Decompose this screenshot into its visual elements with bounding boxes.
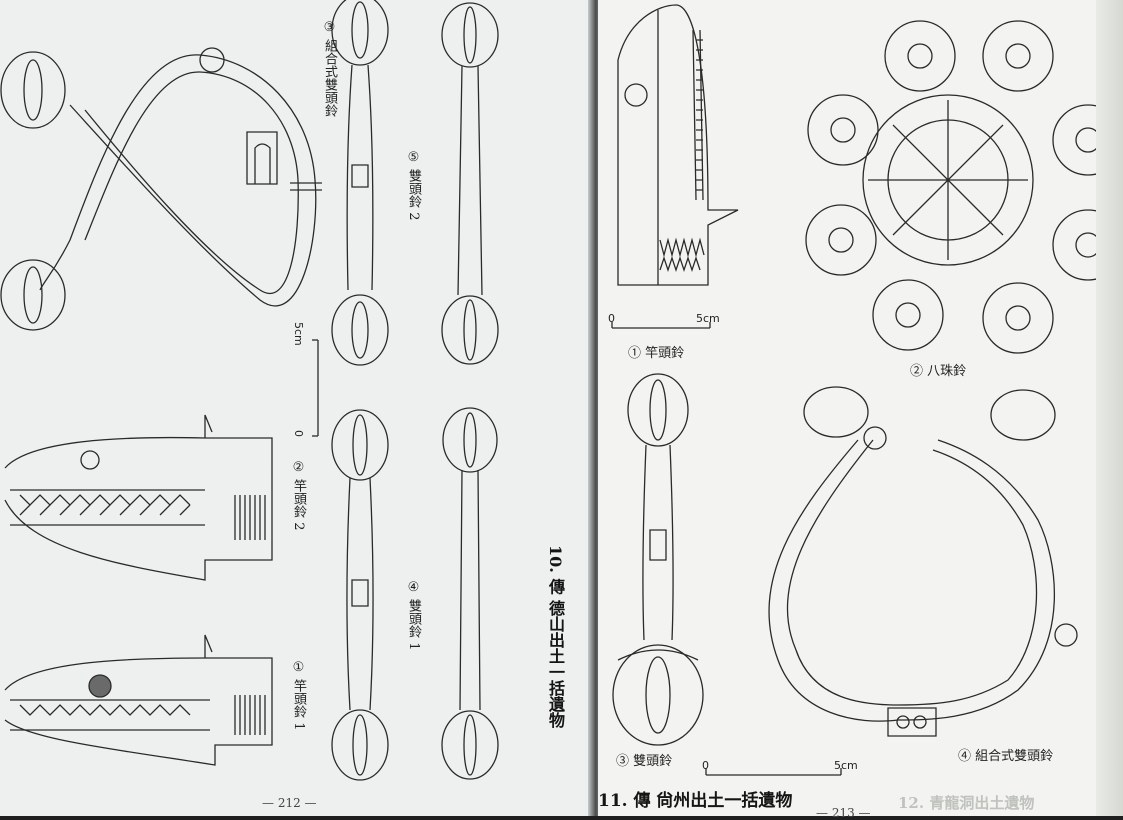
double-bell-1-drawing <box>332 410 388 780</box>
right-small-scale-end: 5cm <box>696 312 720 325</box>
page-edge <box>1096 0 1123 816</box>
label-eight-bead-bell: ② 八珠鈴 <box>910 364 967 379</box>
right-page: 0 5cm ① 竿頭鈴 ② 八珠鈴 ③ 雙頭鈴 ④ 組合式雙頭鈴 0 5cm 1… <box>598 0 1123 820</box>
next-section-title-fragment: 12. 青龍洞出土遺物 <box>898 794 1035 812</box>
combined-bell-drawing-right <box>769 387 1077 736</box>
double-bell-2-lower-drawing <box>442 408 498 779</box>
left-scale-end: 5cm <box>292 322 305 346</box>
left-scale-zero: 0 <box>292 430 305 437</box>
right-section-title: 11. 傳 尙州出土一括遺物 <box>598 791 793 811</box>
double-bell-combined-drawing <box>332 0 388 365</box>
left-page: ③ 組合式雙頭鈴 ⑤ 雙頭鈴 2 ② 竿頭鈴 2 ④ 雙頭鈴 1 ① 竿頭鈴 1… <box>0 0 592 816</box>
pole-bell-2-drawing <box>5 415 272 580</box>
right-large-scale-bar <box>706 768 841 775</box>
pole-bell-1-drawing <box>5 635 272 765</box>
left-scale-bar <box>312 340 318 436</box>
right-large-scale-end: 5cm <box>834 759 858 772</box>
eight-bead-bell-drawing <box>806 21 1123 353</box>
right-page-number: — 213 — <box>816 806 871 820</box>
right-small-scale-bar <box>612 322 710 328</box>
left-page-drawings <box>0 0 592 816</box>
left-page-number: — 212 — <box>262 796 317 810</box>
pole-bell-drawing <box>618 5 738 285</box>
label-double-bell-2: ⑤ 雙頭鈴 2 <box>406 150 421 221</box>
label-pole-bell: ① 竿頭鈴 <box>628 346 685 361</box>
label-double-bell-1: ④ 雙頭鈴 1 <box>406 580 421 651</box>
label-combined-double-bell-right: ④ 組合式雙頭鈴 <box>958 749 1054 764</box>
right-small-scale-zero: 0 <box>608 312 615 325</box>
label-pole-bell-2: ② 竿頭鈴 2 <box>291 460 306 531</box>
left-section-title: 10. 傳 德山出土一括遺物 <box>546 545 565 728</box>
label-combined-double-bell: ③ 組合式雙頭鈴 <box>322 20 337 118</box>
label-pole-bell-1: ① 竿頭鈴 1 <box>291 660 306 731</box>
double-bell-2-drawing <box>442 3 498 364</box>
right-large-scale-zero: 0 <box>702 759 709 772</box>
double-bell-drawing <box>613 374 703 745</box>
right-page-drawings <box>598 0 1123 816</box>
label-double-bell: ③ 雙頭鈴 <box>616 754 673 769</box>
combined-bell-drawing-left <box>1 48 322 330</box>
